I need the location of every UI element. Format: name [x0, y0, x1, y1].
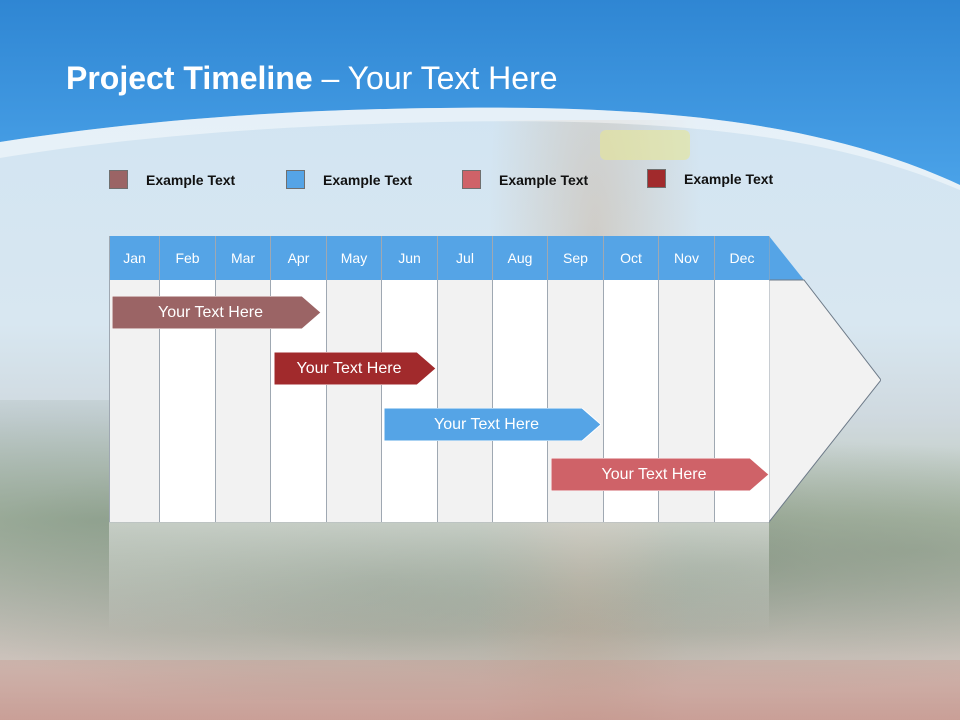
- month-label: Dec: [715, 236, 769, 280]
- header-banner: [0, 0, 960, 200]
- month-label: Sep: [548, 236, 603, 280]
- title-bold: Project Timeline: [66, 60, 313, 96]
- page-title: Project Timeline – Your Text Here: [66, 60, 558, 97]
- month-column: Jan: [109, 236, 159, 522]
- bar-label: Your Text Here: [158, 303, 263, 321]
- month-column: May: [326, 236, 381, 522]
- timeline-bar: Your Text Here: [384, 408, 601, 441]
- bar-label: Your Text Here: [296, 359, 402, 377]
- month-body: [493, 280, 547, 522]
- month-column: Jul: [437, 236, 492, 522]
- legend-item: Example Text: [286, 170, 412, 189]
- bar-label: Your Text Here: [601, 465, 707, 483]
- month-label: May: [327, 236, 381, 280]
- month-label: Jun: [382, 236, 437, 280]
- runner-shirt: [600, 130, 690, 160]
- month-label: Mar: [216, 236, 270, 280]
- legend-swatch: [109, 170, 128, 189]
- month-label: Oct: [604, 236, 658, 280]
- legend-label: Example Text: [146, 171, 236, 188]
- bar-label: Your Text Here: [434, 415, 539, 433]
- legend-swatch: [647, 169, 666, 188]
- month-column: Feb: [159, 236, 215, 522]
- month-label: Aug: [493, 236, 547, 280]
- legend-item: Example Text: [109, 170, 235, 189]
- timeline-bar: Your Text Here: [112, 296, 321, 329]
- legend-label: Example Text: [499, 171, 589, 188]
- month-column: Aug: [492, 236, 547, 522]
- month-body: [327, 280, 381, 522]
- legend-label: Example Text: [684, 170, 774, 187]
- legend-swatch: [462, 170, 481, 189]
- timeline-bar: Your Text Here: [551, 458, 769, 491]
- month-label: Jan: [110, 236, 159, 280]
- legend-label: Example Text: [323, 171, 413, 188]
- month-label: Apr: [271, 236, 326, 280]
- month-label: Feb: [160, 236, 215, 280]
- timeline-bar: Your Text Here: [274, 352, 436, 385]
- legend-swatch: [286, 170, 305, 189]
- title-rest: – Your Text Here: [312, 60, 558, 96]
- legend-item: Example Text: [462, 170, 588, 189]
- timeline-reflection: [109, 522, 769, 632]
- month-label: Jul: [438, 236, 492, 280]
- month-body: [382, 280, 437, 522]
- month-label: Nov: [659, 236, 714, 280]
- month-column: Mar: [215, 236, 270, 522]
- month-body: [438, 280, 492, 522]
- legend-item: Example Text: [647, 169, 773, 188]
- month-column: Jun: [381, 236, 437, 522]
- running-track: [0, 660, 960, 720]
